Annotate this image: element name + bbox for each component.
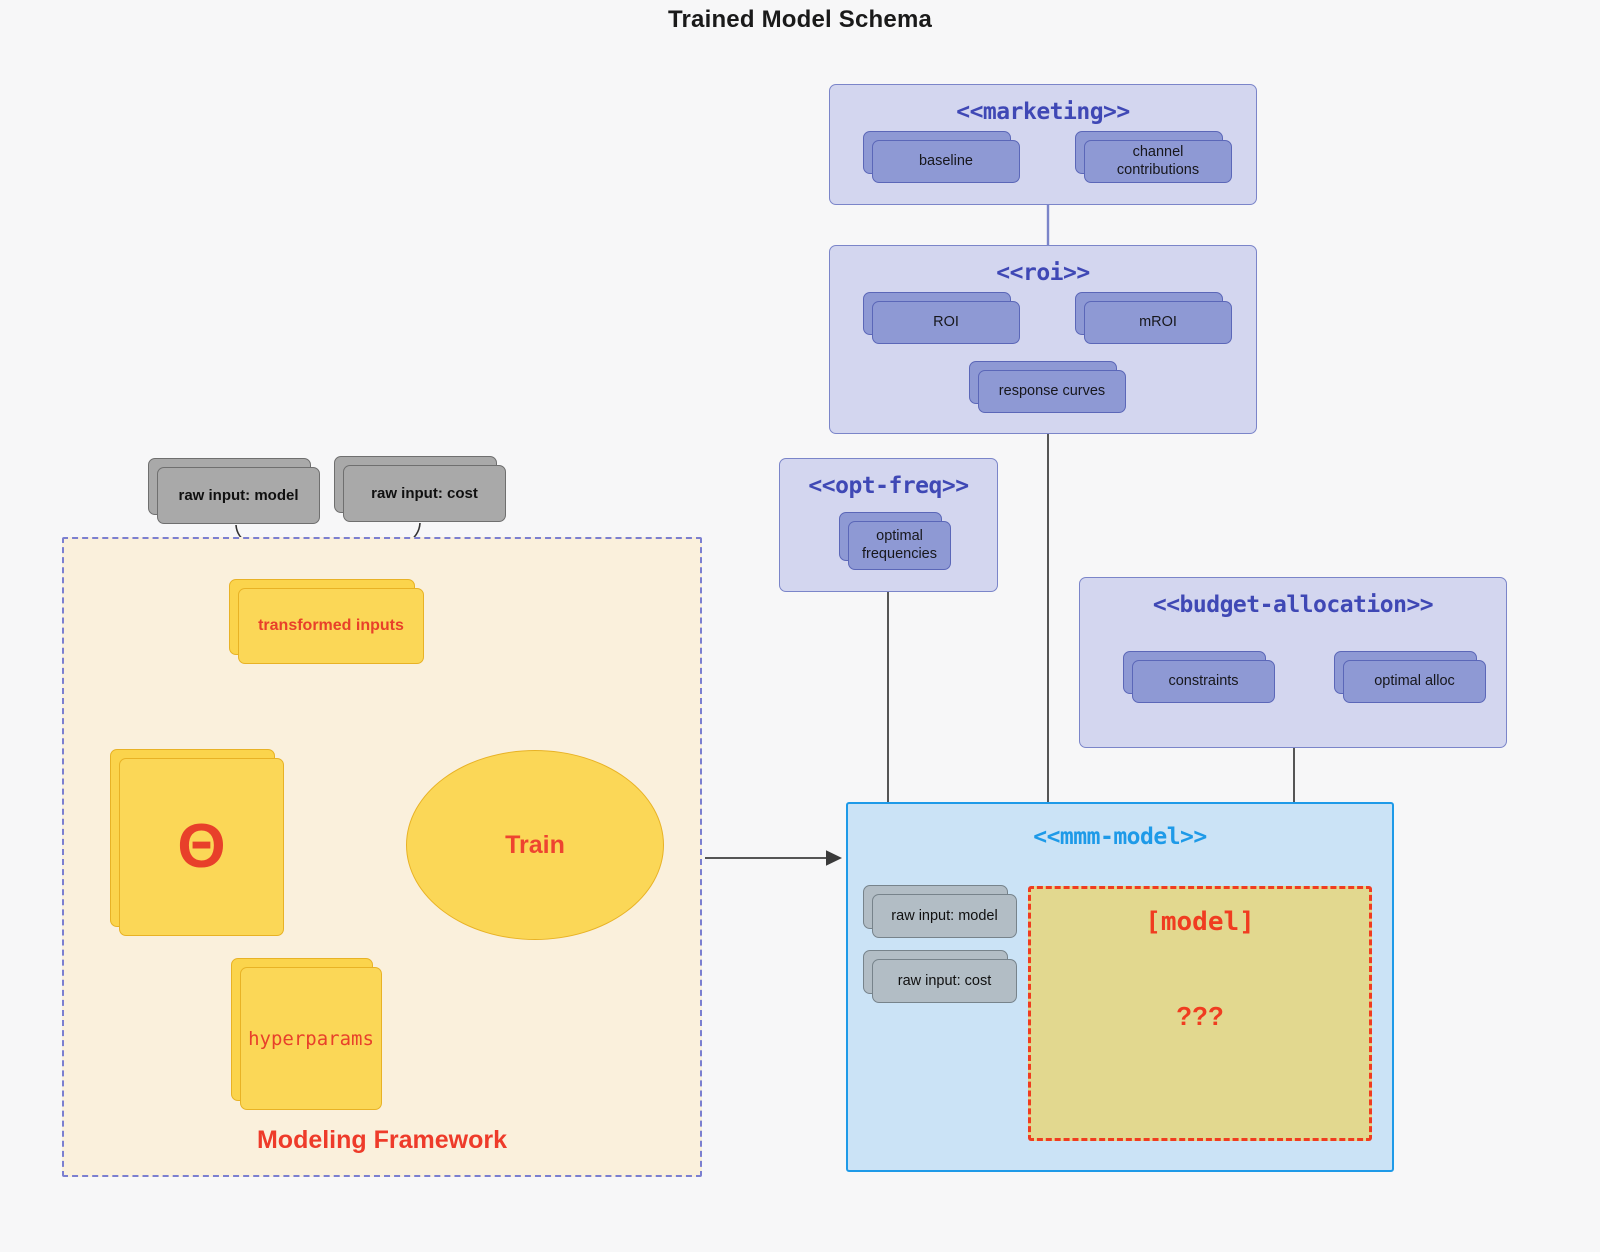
node-raw-input-cost-inner[interactable]: raw input: cost xyxy=(863,950,1017,1003)
package-opt-freq[interactable]: <<opt-freq>> optimal frequencies xyxy=(779,458,998,592)
node-raw-input-model-inner[interactable]: raw input: model xyxy=(863,885,1017,938)
package-budget-allocation-title: <<budget-allocation>> xyxy=(1152,592,1434,618)
theta-symbol: Θ xyxy=(119,758,284,936)
package-roi-title: <<roi>> xyxy=(996,260,1090,286)
package-marketing[interactable]: <<marketing>> baseline channel contribut… xyxy=(829,84,1257,205)
model-placeholder-region[interactable]: [model] ??? xyxy=(1028,886,1372,1141)
node-optimal-alloc[interactable]: optimal alloc xyxy=(1334,651,1486,703)
package-roi[interactable]: <<roi>> ROI mROI response curves xyxy=(829,245,1257,434)
page-title: Trained Model Schema xyxy=(667,6,933,33)
node-label: raw input: cost xyxy=(872,959,1017,1003)
node-raw-input-model[interactable]: raw input: model xyxy=(148,458,320,524)
node-label: response curves xyxy=(978,370,1126,413)
node-mroi[interactable]: mROI xyxy=(1075,292,1232,344)
node-raw-input-cost[interactable]: raw input: cost xyxy=(334,456,506,522)
node-label: raw input: model xyxy=(157,467,320,524)
node-baseline[interactable]: baseline xyxy=(863,131,1020,183)
train-label: Train xyxy=(505,830,565,859)
package-mmm-model-title: <<mmm-model>> xyxy=(1033,824,1207,850)
package-opt-freq-title: <<opt-freq>> xyxy=(808,473,969,499)
node-channel-contributions[interactable]: channel contributions xyxy=(1075,131,1232,183)
node-label: ROI xyxy=(872,301,1020,344)
train-process-node[interactable]: Train xyxy=(406,750,664,940)
node-label: mROI xyxy=(1084,301,1232,344)
node-transformed-inputs[interactable]: transformed inputs xyxy=(229,579,424,664)
node-label: channel contributions xyxy=(1084,140,1232,183)
node-theta[interactable]: Θ xyxy=(110,749,284,936)
model-placeholder-title: [model] xyxy=(1145,907,1255,937)
node-label: transformed inputs xyxy=(238,588,424,664)
node-label: baseline xyxy=(872,140,1020,183)
package-mmm-model[interactable]: <<mmm-model>> raw input: model raw input… xyxy=(846,802,1394,1172)
node-label: optimal frequencies xyxy=(848,521,951,570)
node-constraints[interactable]: constraints xyxy=(1123,651,1275,703)
package-budget-allocation[interactable]: <<budget-allocation>> constraints optima… xyxy=(1079,577,1507,748)
node-response-curves[interactable]: response curves xyxy=(969,361,1126,413)
node-hyperparams[interactable]: hyperparams xyxy=(231,958,382,1110)
node-label: optimal alloc xyxy=(1343,660,1486,703)
node-roi[interactable]: ROI xyxy=(863,292,1020,344)
node-label: raw input: cost xyxy=(343,465,506,522)
model-placeholder-unknown: ??? xyxy=(1176,1001,1224,1031)
modeling-framework-label: Modeling Framework xyxy=(256,1126,508,1154)
node-label: raw input: model xyxy=(872,894,1017,938)
node-label: hyperparams xyxy=(240,967,382,1110)
node-label: constraints xyxy=(1132,660,1275,703)
node-optimal-frequencies[interactable]: optimal frequencies xyxy=(839,512,951,570)
package-marketing-title: <<marketing>> xyxy=(956,99,1130,125)
